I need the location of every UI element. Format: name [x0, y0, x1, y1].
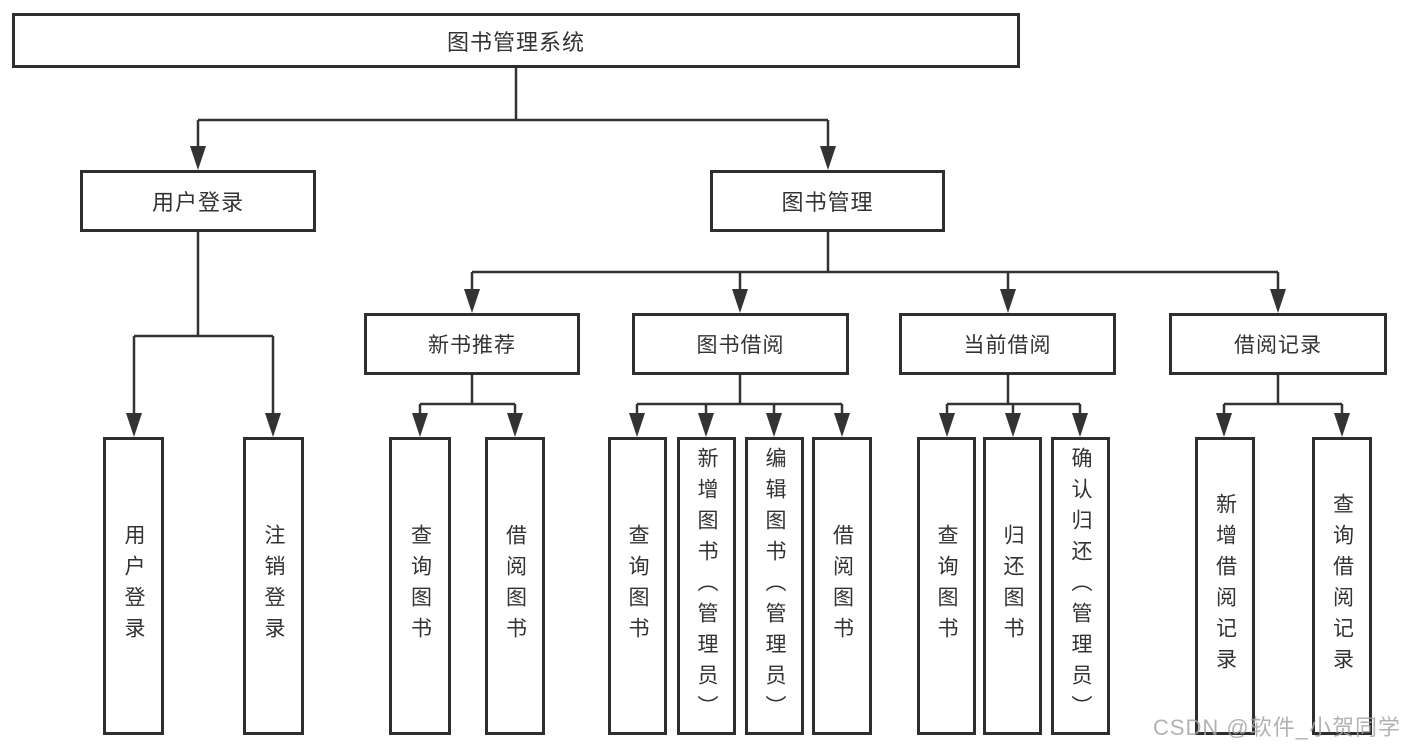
leaf-borrow-books-2: 借阅图书 [812, 437, 872, 735]
leaf-query-borrow-record-label: 查询借阅记录 [1330, 493, 1354, 679]
leaf-logout-label: 注销登录 [262, 524, 285, 648]
leaf-logout: 注销登录 [243, 437, 304, 735]
leaf-user-login-label: 用户登录 [122, 524, 145, 648]
leaf-confirm-return-admin-label: 确认归还（管理员） [1069, 446, 1092, 726]
arrowheads [126, 146, 1350, 437]
leaf-edit-book-admin: 编辑图书（管理员） [745, 437, 804, 735]
leaf-query-books-1-label: 查询图书 [408, 524, 432, 648]
node-book-management-label: 图书管理 [781, 190, 874, 215]
node-book-borrowing-label: 图书借阅 [696, 334, 785, 357]
leaf-borrow-books-1-label: 借阅图书 [503, 524, 527, 648]
leaf-query-books-1: 查询图书 [389, 437, 451, 735]
csdn-watermark: CSDN @软件_小贺同学 [1152, 715, 1401, 740]
leaf-borrow-books-2-label: 借阅图书 [830, 524, 854, 648]
leaf-borrow-books-1: 借阅图书 [485, 437, 545, 735]
node-user-login: 用户登录 [80, 170, 316, 232]
leaf-user-login: 用户登录 [103, 437, 164, 735]
node-current-borrowing-label: 当前借阅 [963, 334, 1052, 357]
leaf-edit-book-admin-label: 编辑图书（管理员） [763, 446, 786, 726]
node-borrow-records: 借阅记录 [1169, 313, 1387, 375]
node-current-borrowing: 当前借阅 [899, 313, 1116, 375]
node-book-management: 图书管理 [710, 170, 945, 232]
node-library-system-label: 图书管理系统 [446, 29, 585, 55]
leaf-add-borrow-record: 新增借阅记录 [1195, 437, 1255, 735]
node-library-system: 图书管理系统 [12, 13, 1020, 68]
leaf-return-books: 归还图书 [983, 437, 1042, 735]
leaf-query-books-3: 查询图书 [917, 437, 976, 735]
leaf-add-book-admin: 新增图书（管理员） [677, 437, 736, 735]
node-book-borrowing: 图书借阅 [632, 313, 849, 375]
leaf-query-books-3-label: 查询图书 [935, 524, 958, 648]
node-new-book-recommend: 新书推荐 [364, 313, 580, 375]
leaf-add-book-admin-label: 新增图书（管理员） [695, 446, 718, 726]
node-user-login-label: 用户登录 [151, 190, 244, 215]
leaf-query-borrow-record: 查询借阅记录 [1312, 437, 1372, 735]
leaf-add-borrow-record-label: 新增借阅记录 [1213, 493, 1237, 679]
leaf-query-books-2: 查询图书 [608, 437, 667, 735]
node-borrow-records-label: 借阅记录 [1234, 334, 1322, 357]
leaf-confirm-return-admin: 确认归还（管理员） [1051, 437, 1110, 735]
leaf-return-books-label: 归还图书 [1001, 524, 1024, 648]
node-new-book-recommend-label: 新书推荐 [428, 334, 516, 357]
leaf-query-books-2-label: 查询图书 [626, 524, 649, 648]
